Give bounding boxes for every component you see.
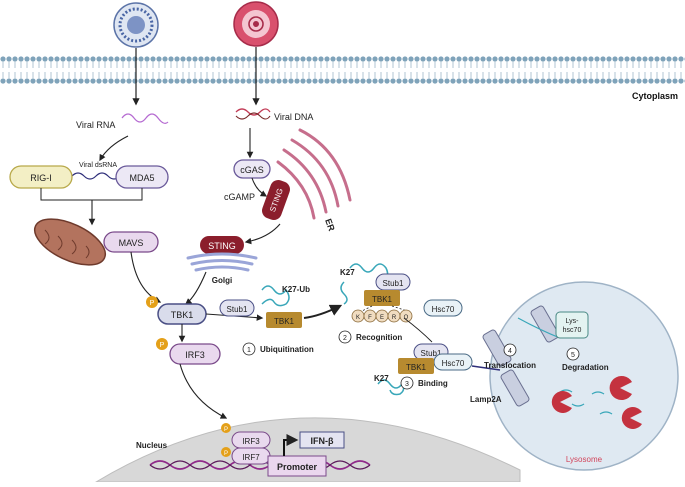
stub1-a-node: [219, 299, 255, 317]
lys-hsc70-node: [555, 311, 589, 339]
cgas-label: cGAS: [240, 165, 264, 175]
motif-letter: R: [392, 315, 397, 321]
motif-letter: E: [380, 315, 384, 321]
tbk1-bind-label: TBK1: [406, 363, 427, 372]
promoter-label: Promoter: [277, 462, 318, 472]
cgamp-label: cGAMP: [224, 192, 255, 202]
cytoplasm-label: Cytoplasm: [632, 91, 678, 101]
step-1-number: 1: [247, 347, 251, 354]
virus-blue-icon: [113, 2, 159, 48]
sting-er-node: STING: [262, 180, 290, 220]
viral-dna-label: Viral DNA: [274, 112, 313, 122]
stub1-a-label: Stub1: [227, 305, 248, 314]
step-5-number: 5: [571, 352, 575, 359]
tbk1-rec-label: TBK1: [372, 295, 393, 304]
virus-pink-icon: [233, 1, 279, 47]
er-label: ER: [323, 217, 337, 233]
k27-top-label: K27: [340, 268, 355, 277]
mda5-label: MDA5: [129, 173, 154, 183]
ubiquitin-chain-b-icon: [340, 263, 389, 305]
ubiquitin-chain-a-icon: [261, 285, 290, 307]
dsrna-strand-icon: [71, 172, 121, 180]
hsc70-a-label: Hsc70: [432, 305, 455, 314]
transcription-arrow-icon: [283, 434, 299, 456]
irf3-main-node: [169, 343, 221, 365]
motif-bead: [399, 309, 413, 323]
step-4-number: 4: [508, 348, 512, 355]
step-2-label: Recognition: [356, 333, 402, 342]
k27-bottom-label: K27: [374, 374, 389, 383]
viral-dna-icon: [235, 108, 271, 116]
stub1-c-label: Stub1: [421, 349, 442, 358]
cell-membrane: [0, 56, 685, 84]
stub1-b-label: Stub1: [383, 279, 404, 288]
motif-letter: F: [368, 315, 372, 321]
tbk1-ub-node: [266, 312, 302, 328]
phospho-3-icon: [221, 423, 231, 433]
lamp2a-channel: [482, 305, 560, 407]
step-1-label: Ubiquitination: [260, 345, 314, 354]
lysosome-membrane: [489, 281, 679, 471]
viral-dsrna-label: Viral dsRNA: [79, 162, 117, 169]
step-5-label: Degradation: [562, 363, 609, 372]
motif-letter: Q: [404, 315, 409, 321]
peptide-fragments-icon: [559, 389, 613, 415]
golgi-label: Golgi: [212, 276, 232, 285]
tbk1-bind-node: [398, 358, 434, 374]
hsc70-a-node: [423, 299, 463, 317]
phospho-1-label: P: [150, 300, 155, 307]
phospho-4-label: P: [224, 451, 228, 457]
k27ub-label: K27-Ub: [282, 285, 310, 294]
lamp2a-label: Lamp2A: [470, 395, 502, 404]
sting-golgi-label: STING: [208, 241, 236, 251]
ifnb-label: IFN-β: [311, 436, 334, 446]
nucleus-envelope: [94, 417, 521, 483]
rna-strand-icon: [121, 113, 169, 124]
step-3-label: Binding: [418, 379, 448, 388]
hsc70-b-label: Hsc70: [442, 359, 465, 368]
ifnb-node: [299, 431, 345, 449]
viral-rna-label: Viral RNA: [76, 120, 115, 130]
lys-hsc70-label: Lys-hsc70: [563, 318, 582, 334]
step-2-number: 2: [343, 335, 347, 342]
irf3-main-label: IRF3: [185, 350, 205, 360]
sting-golgi-node: [200, 236, 244, 254]
tbk1-ub-label: TBK1: [274, 317, 295, 326]
irf7-nucleus-label: IRF7: [242, 453, 260, 462]
pacman-enzyme-icon: [551, 376, 642, 429]
step-4-label: Translocation: [484, 361, 536, 370]
tbk1-rec-node: [364, 290, 400, 306]
golgi-icon: [186, 252, 258, 272]
nucleus-label: Nucleus: [136, 441, 168, 450]
rig-i-label: RIG-I: [30, 173, 52, 183]
mitochondrion-icon: [33, 218, 107, 266]
phospho-4-icon: [221, 447, 231, 457]
motif-letter: K: [356, 315, 360, 321]
step-3-number: 3: [405, 381, 409, 388]
mavs-label: MAVS: [119, 238, 144, 248]
dna-strand-a-icon: [149, 460, 371, 470]
er-icon: [276, 128, 352, 220]
phospho-3-label: P: [224, 427, 228, 433]
tbk1-main-label: TBK1: [171, 310, 194, 320]
phospho-2-icon: [156, 338, 168, 350]
promoter-node: [267, 455, 327, 477]
phospho-2-label: P: [160, 342, 165, 349]
irf3-nucleus-label: IRF3: [242, 437, 260, 446]
phospho-1-icon: [146, 296, 158, 308]
lysosome-label: Lysosome: [566, 455, 603, 464]
